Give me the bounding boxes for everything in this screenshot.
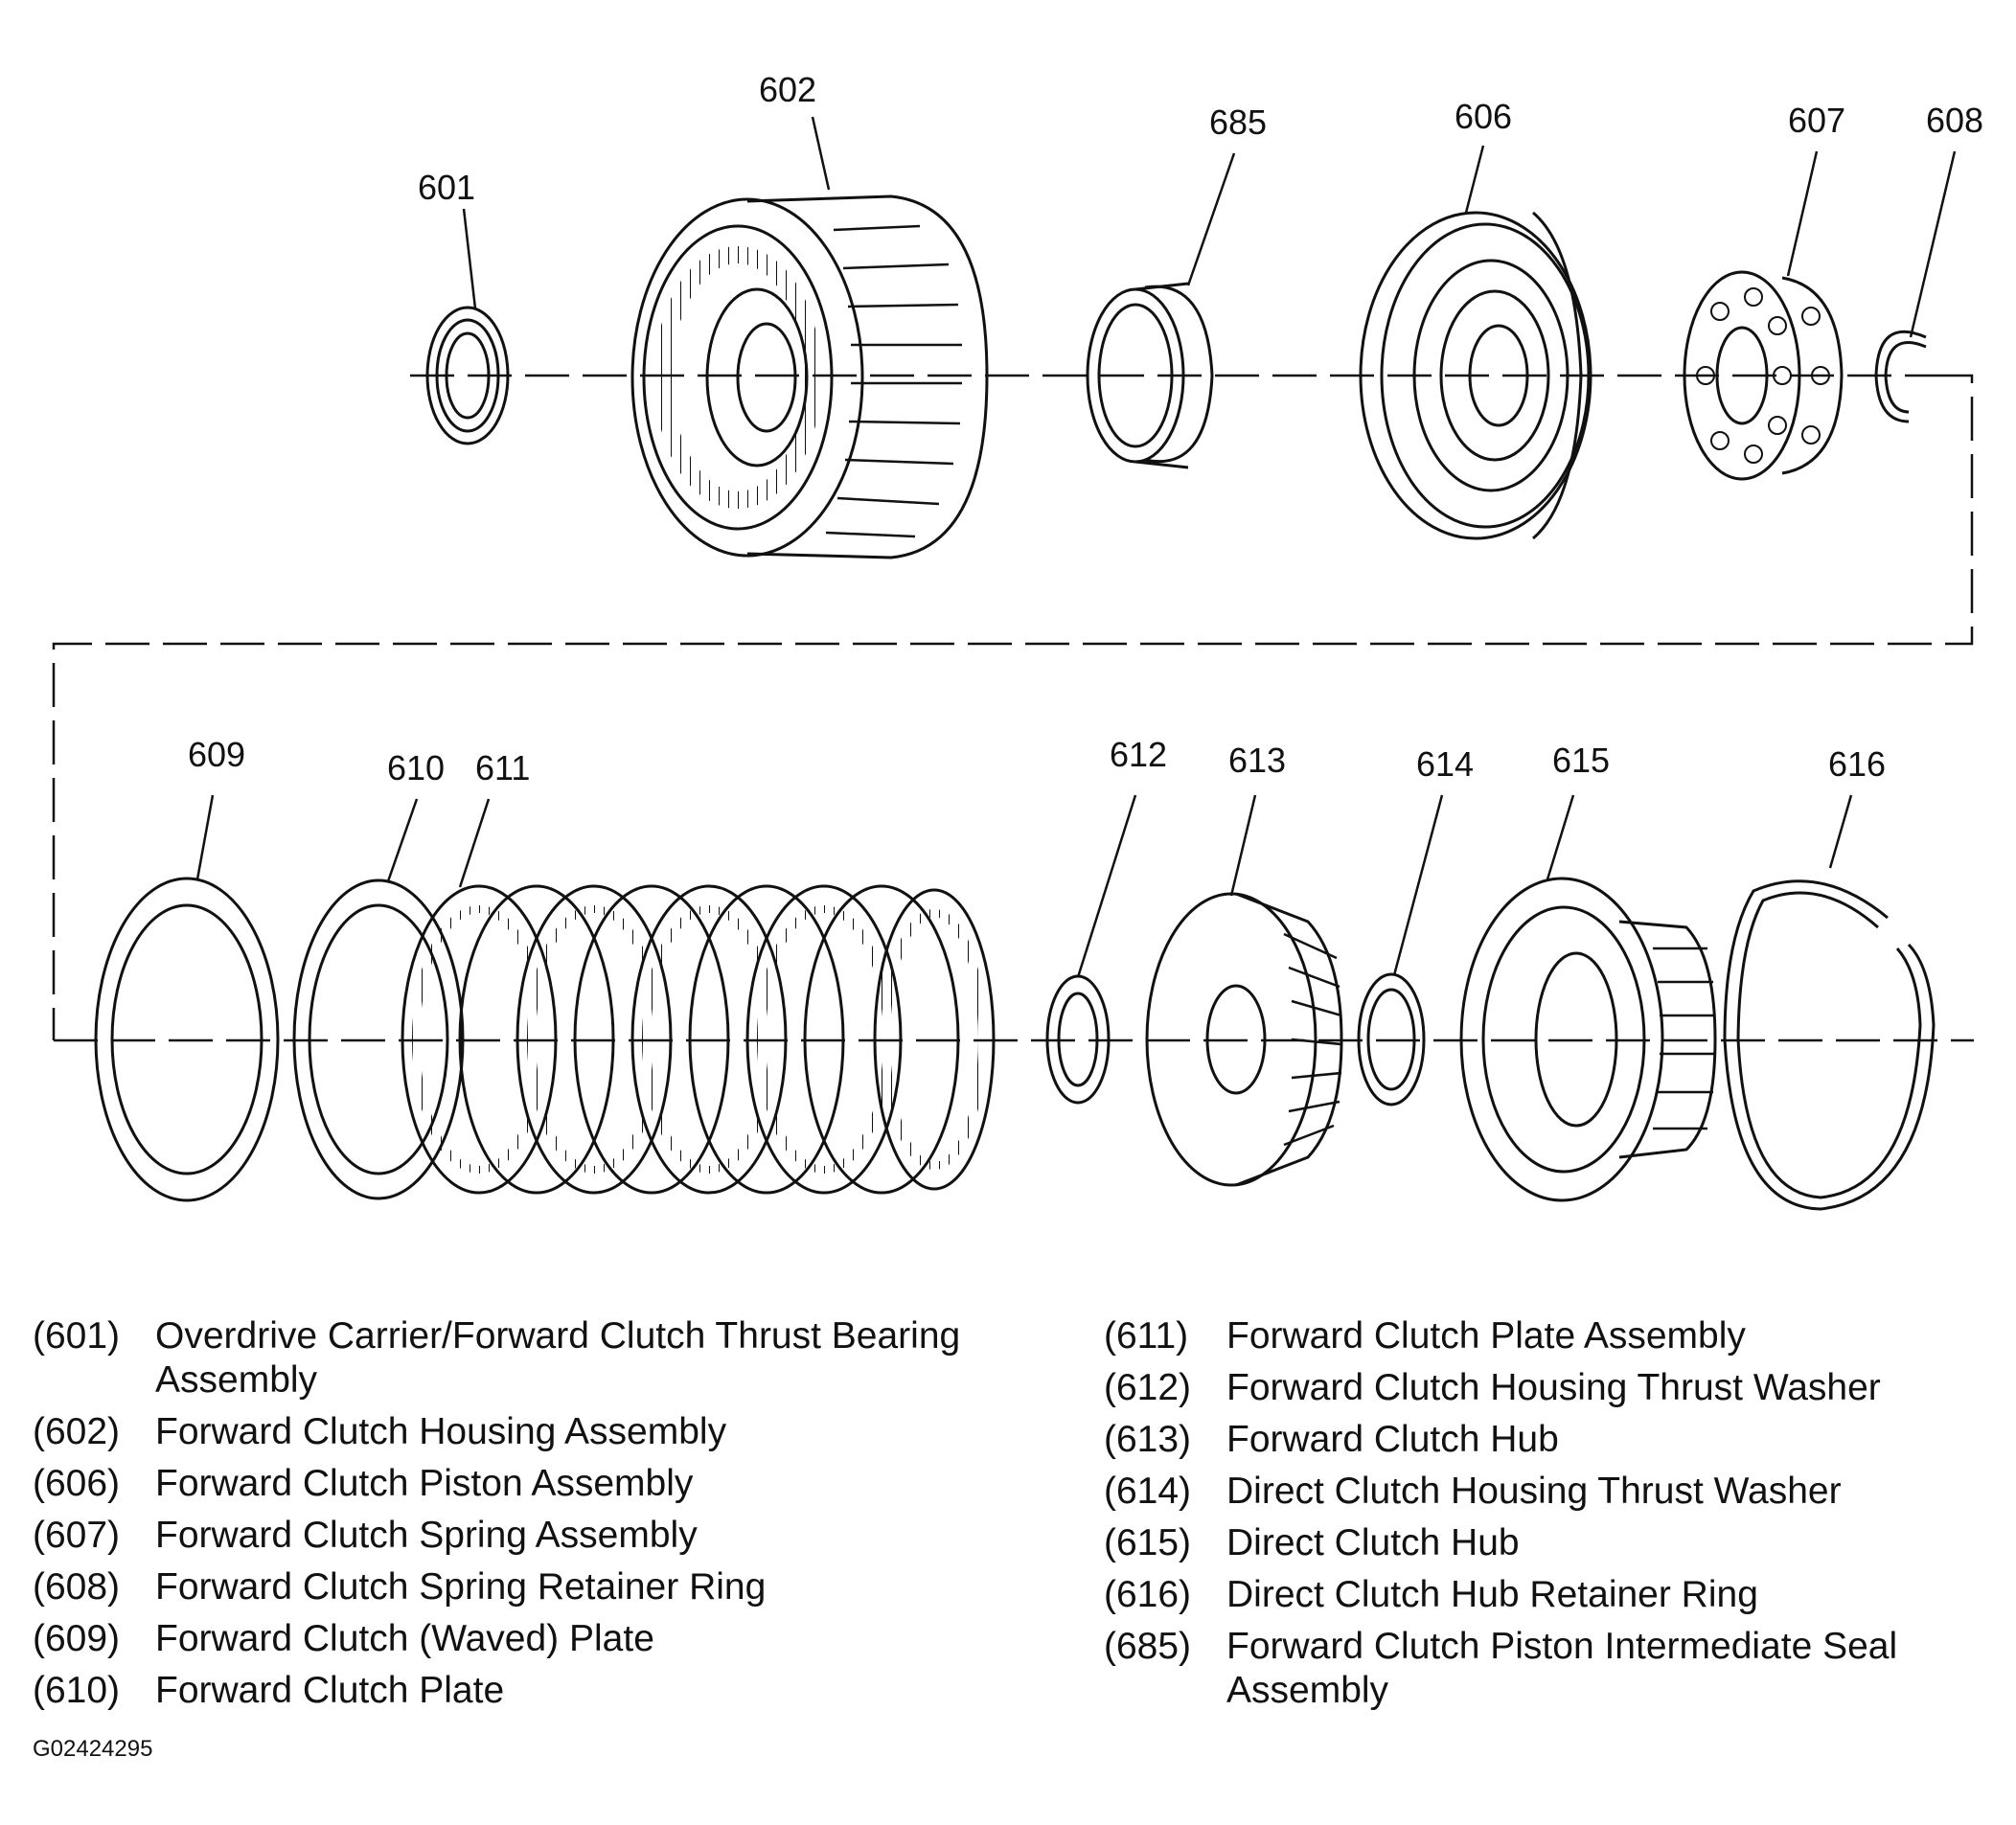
legend-item: (608) Forward Clutch Spring Retainer Rin… (33, 1565, 1048, 1609)
piston-606 (1359, 211, 1592, 540)
retainer-ring-608 (1874, 330, 1927, 423)
legend-left-column: (601) Overdrive Carrier/Forward Clutch T… (33, 1314, 1048, 1721)
thrust-washer-614 (1357, 972, 1426, 1106)
legend-description: Forward Clutch (Waved) Plate (155, 1618, 654, 1659)
callout-609: 609 (188, 735, 245, 774)
legend-number: (602) (33, 1411, 121, 1452)
callout-685: 685 (1209, 103, 1267, 142)
legend-number: (609) (33, 1618, 121, 1659)
legend-item: (610) Forward Clutch Plate (33, 1669, 1048, 1713)
legend-description: Forward Clutch Housing Thrust Washer (1226, 1367, 1881, 1408)
legend-item: (614) Direct Clutch Housing Thrust Washe… (1104, 1470, 2005, 1514)
legend-item: (611) Forward Clutch Plate Assembly (1104, 1314, 2005, 1358)
callout-608: 608 (1926, 101, 1983, 140)
legend-description: Direct Clutch Hub (1226, 1522, 1520, 1563)
thrust-bearing-601 (425, 306, 510, 445)
legend-description: Forward Clutch Housing Assembly (155, 1411, 727, 1452)
callout-601: 601 (418, 168, 475, 207)
retainer-ring-616 (1723, 879, 1936, 1211)
legend-item: (613) Forward Clutch Hub (1104, 1418, 2005, 1462)
waved-plate-609 (94, 877, 280, 1202)
legend-description: Direct Clutch Hub Retainer Ring (1226, 1574, 1758, 1615)
figure-id: G02424295 (33, 1736, 153, 1762)
legend-number: (601) (33, 1315, 121, 1357)
legend-number: (608) (33, 1566, 121, 1608)
legend-number: (611) (1104, 1315, 1189, 1357)
legend-description: Forward Clutch Piston Assembly (155, 1463, 694, 1504)
intermediate-seal-685 (1086, 282, 1214, 469)
legend-right-column: (611) Forward Clutch Plate Assembly (612… (1104, 1314, 2005, 1721)
legend-number: (606) (33, 1463, 121, 1504)
callout-614: 614 (1416, 744, 1474, 784)
exploded-view-diagram: 601 602 685 606 607 608 609 610 611 612 … (52, 70, 1983, 1211)
legend-number: (685) (1104, 1626, 1192, 1667)
callout-607: 607 (1788, 101, 1845, 140)
callout-611: 611 (475, 748, 530, 787)
legend-number: (612) (1104, 1367, 1192, 1408)
legend-description: Forward Clutch Plate (155, 1670, 505, 1711)
callout-613: 613 (1228, 741, 1286, 780)
legend-number: (607) (33, 1515, 121, 1556)
callout-606: 606 (1455, 97, 1512, 136)
legend-number: (610) (33, 1670, 121, 1711)
callout-610: 610 (387, 748, 445, 787)
callout-612: 612 (1110, 735, 1167, 774)
direct-clutch-hub-615 (1459, 877, 1717, 1202)
centerline-path (52, 374, 1974, 1042)
legend-number: (615) (1104, 1522, 1192, 1563)
callout-615: 615 (1552, 741, 1610, 780)
legend-description: Forward Clutch Spring Assembly (155, 1515, 698, 1556)
legend-item: (607) Forward Clutch Spring Assembly (33, 1514, 1048, 1558)
legend-item: (602) Forward Clutch Housing Assembly (33, 1410, 1048, 1454)
legend-item: (601) Overdrive Carrier/Forward Clutch T… (33, 1314, 1048, 1403)
legend-description: Overdrive Carrier/Forward Clutch Thrust … (155, 1315, 961, 1401)
legend-item: (612) Forward Clutch Housing Thrust Wash… (1104, 1366, 2005, 1410)
legend-description: Forward Clutch Hub (1226, 1419, 1559, 1460)
legend-item: (606) Forward Clutch Piston Assembly (33, 1462, 1048, 1506)
legend-description: Forward Clutch Spring Retainer Ring (155, 1566, 767, 1608)
legend-item: (685) Forward Clutch Piston Intermediate… (1104, 1625, 2005, 1713)
legend-number: (616) (1104, 1574, 1192, 1615)
legend-item: (609) Forward Clutch (Waved) Plate (33, 1617, 1048, 1661)
spring-assembly-607 (1683, 270, 1844, 481)
leader-lines (195, 116, 1957, 978)
legend-item: (616) Direct Clutch Hub Retainer Ring (1104, 1573, 2005, 1617)
legend-item: (615) Direct Clutch Hub (1104, 1521, 2005, 1565)
legend-description: Direct Clutch Housing Thrust Washer (1226, 1471, 1842, 1512)
callout-616: 616 (1828, 744, 1886, 784)
legend-description: Forward Clutch Plate Assembly (1226, 1315, 1746, 1357)
legend-number: (614) (1104, 1471, 1192, 1512)
legend-number: (613) (1104, 1419, 1192, 1460)
legend-description: Forward Clutch Piston Intermediate Seal … (1226, 1626, 1898, 1711)
clutch-plate-stack-610-611 (292, 878, 996, 1200)
callout-602: 602 (759, 70, 816, 109)
forward-clutch-housing-602 (630, 194, 989, 559)
